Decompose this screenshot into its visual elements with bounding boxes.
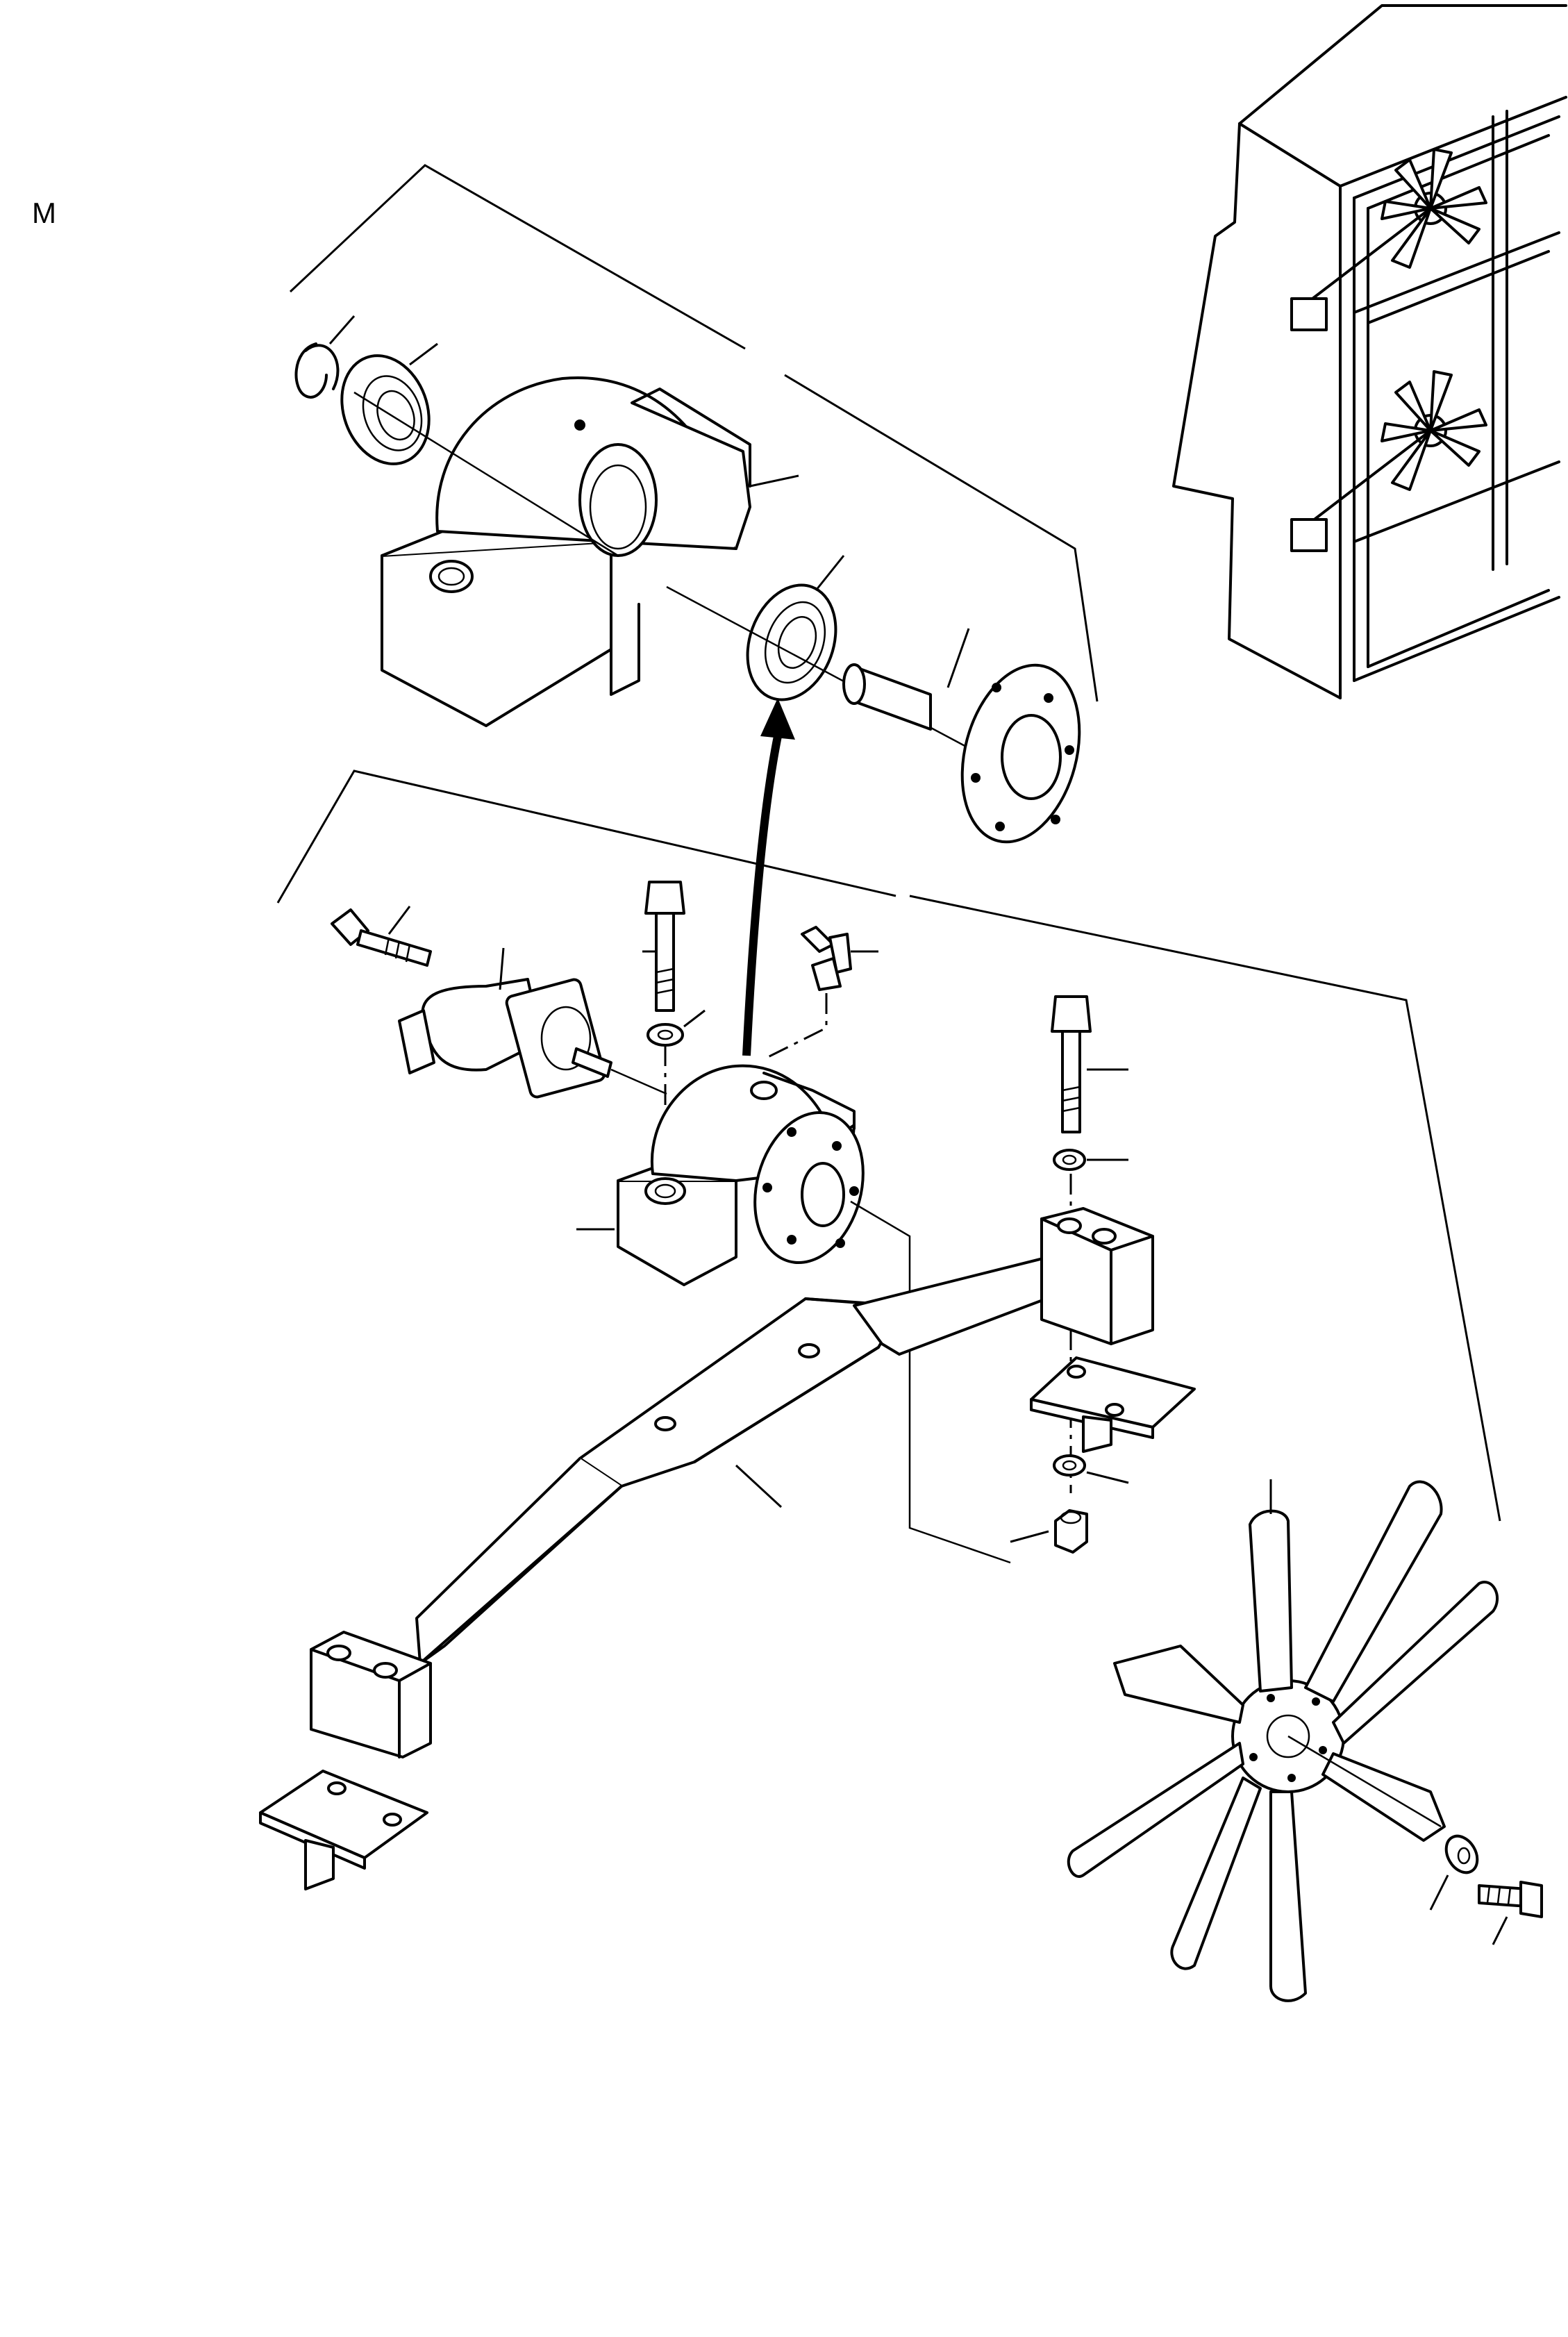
mount-detail-frame <box>276 770 1501 1522</box>
circlip-icon <box>294 315 356 399</box>
page-label: M <box>32 197 56 229</box>
bearing-detail-frame <box>289 164 1099 702</box>
bracket-plate-right-icon <box>1030 1356 1196 1484</box>
hex-nut-icon <box>1010 1509 1088 1554</box>
bearing-housing <box>381 376 799 727</box>
flange-shaft-icon <box>842 628 1081 844</box>
assembly-arrow-icon <box>742 698 795 1056</box>
hydraulic-motor-icon <box>398 947 667 1099</box>
fan-support-frame <box>310 1207 1154 1758</box>
fan-bolt-icon <box>1478 1881 1543 1945</box>
cabinet-fan-top-icon <box>1290 148 1487 331</box>
bearing-right-icon <box>666 555 980 755</box>
hex-bolt-left-icon <box>331 906 432 967</box>
bracket-plate-left-icon <box>259 1770 428 1890</box>
cabinet-fan-bottom-icon <box>1290 370 1487 552</box>
cooling-fan-icon <box>1067 1479 1499 2002</box>
cabinet-inset <box>1172 4 1567 699</box>
bearing-left-icon <box>340 342 619 557</box>
drive-bearing-housing <box>576 1064 1011 1564</box>
fan-washer-icon <box>1429 1834 1479 1911</box>
elbow-fitting-icon <box>763 926 878 1061</box>
